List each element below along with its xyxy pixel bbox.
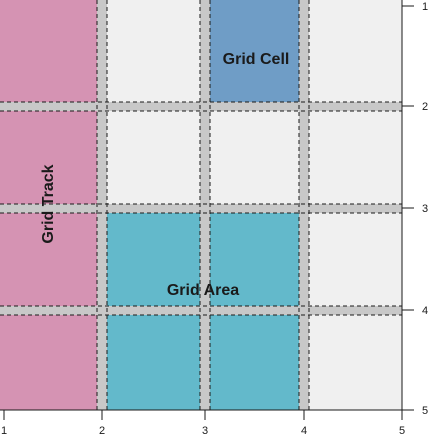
column-line-label-1: 1 bbox=[1, 425, 7, 437]
grid-cell-region bbox=[205, 0, 304, 105]
column-line-ticks bbox=[3, 410, 403, 420]
grid-track-label: Grid Track bbox=[40, 164, 57, 243]
grid-area-label: Grid Area bbox=[167, 282, 239, 299]
row-line-label-5: 5 bbox=[422, 405, 428, 417]
row-line-label-1: 1 bbox=[422, 1, 428, 13]
grid-cell-label: Grid Cell bbox=[223, 51, 290, 68]
column-line-label-2: 2 bbox=[99, 425, 105, 437]
grid-lines bbox=[0, 0, 402, 410]
row-line-label-2: 2 bbox=[422, 101, 428, 113]
row-line-label-4: 4 bbox=[422, 305, 428, 317]
column-line-label-3: 3 bbox=[202, 425, 208, 437]
row-line-ticks bbox=[402, 5, 414, 411]
column-line-label-5: 5 bbox=[399, 425, 405, 437]
column-line-label-4: 4 bbox=[301, 425, 307, 437]
gutters bbox=[0, 0, 402, 410]
row-line-label-3: 3 bbox=[422, 203, 428, 215]
